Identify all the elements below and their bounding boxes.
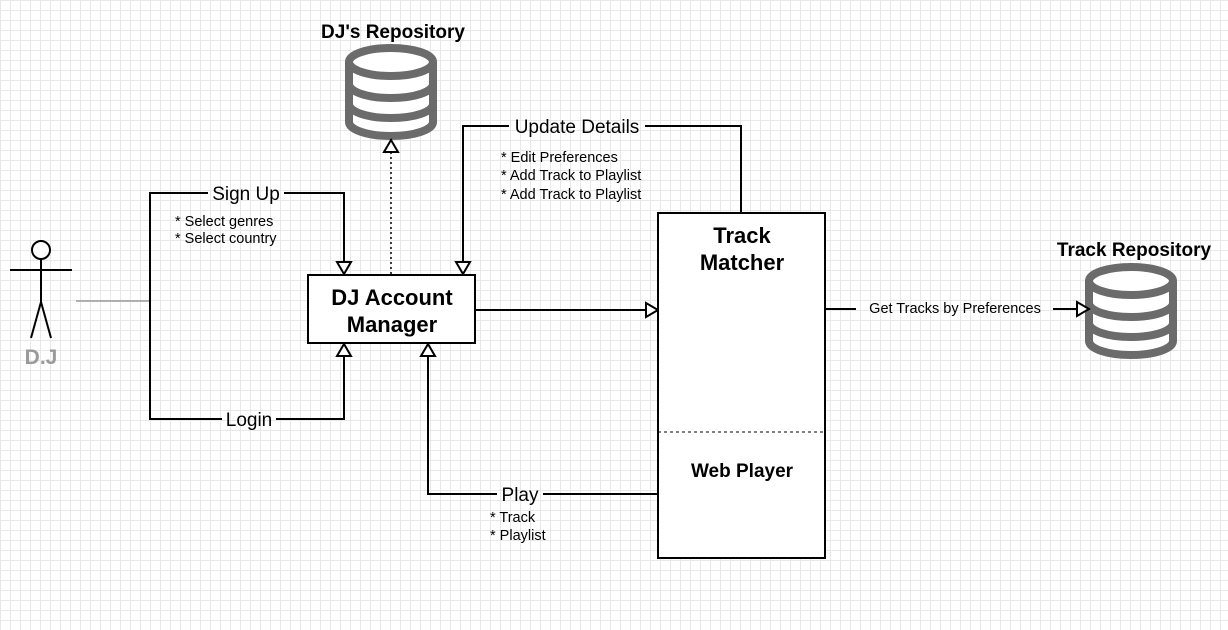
edge-persist-dj-repository: [382, 138, 400, 274]
database-icon: [1089, 267, 1173, 355]
dj-account-manager-title-line1: DJ Account: [331, 285, 453, 310]
web-player-label[interactable]: Web Player: [691, 461, 794, 482]
actor-dj[interactable]: D.J: [10, 240, 72, 369]
edge-play[interactable]: Play * Track * Playlist: [419, 342, 658, 544]
track-repository-title: Track Repository: [1057, 240, 1212, 261]
track-repository[interactable]: Track Repository: [1057, 240, 1212, 355]
dj-account-manager[interactable]: DJ Account Manager: [307, 274, 476, 344]
dj-repository[interactable]: DJ's Repository: [321, 22, 465, 136]
login-label: Login: [226, 410, 273, 431]
edge-manager-to-matcher: [476, 301, 660, 319]
dj-account-manager-title-line2: Manager: [347, 312, 438, 337]
sign-up-note-1: * Select genres: [175, 214, 273, 230]
track-matcher-title-line1: Track: [713, 223, 771, 248]
track-matcher-title-line2: Matcher: [700, 250, 785, 275]
play-note-2: * Playlist: [490, 528, 546, 544]
arrow-head: [645, 301, 660, 319]
arrow-head: [1076, 300, 1091, 318]
play-label: Play: [502, 485, 539, 506]
sign-up-label: Sign Up: [212, 184, 280, 205]
arrow-head: [335, 261, 353, 276]
edge-sign-up[interactable]: Sign Up * Select genres * Select country: [149, 184, 353, 301]
edge-update-details[interactable]: Update Details * Edit Preferences * Add …: [454, 117, 742, 276]
stick-figure-icon: [10, 240, 72, 339]
get-tracks-label: Get Tracks by Preferences: [869, 301, 1041, 317]
track-matcher[interactable]: Track Matcher Web Player: [657, 212, 826, 559]
edge-get-tracks[interactable]: Get Tracks by Preferences: [826, 300, 1091, 318]
track-matcher-box: [657, 212, 826, 559]
arrow-head: [454, 261, 472, 276]
sign-up-note-2: * Select country: [175, 231, 277, 247]
update-details-note-3: * Add Track to Playlist: [501, 187, 641, 203]
dj-repository-title: DJ's Repository: [321, 22, 465, 43]
actor-label: D.J: [25, 346, 58, 369]
update-details-note-2: * Add Track to Playlist: [501, 168, 641, 184]
update-details-note-1: * Edit Preferences: [501, 150, 618, 166]
arrow-head: [382, 138, 400, 153]
database-icon: [349, 48, 433, 136]
edge-login[interactable]: Login: [149, 301, 353, 431]
play-note-1: * Track: [490, 510, 536, 526]
arrow-head: [419, 342, 437, 357]
dj-account-manager-box: [307, 274, 476, 344]
update-details-label: Update Details: [515, 117, 640, 138]
arrow-head: [335, 342, 353, 357]
